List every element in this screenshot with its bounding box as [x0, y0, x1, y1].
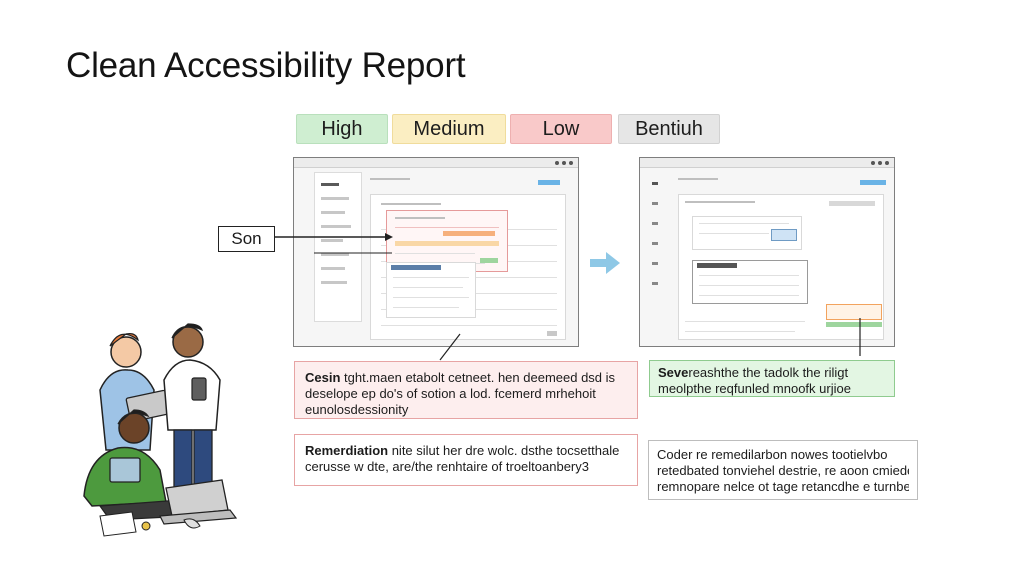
header-action-chip [860, 180, 886, 185]
finding-text: meolpthe reqfunled mnoofk urjioe [658, 381, 851, 396]
form-panel [692, 216, 802, 250]
resolved-issue-highlight[interactable] [826, 304, 882, 320]
page-title: Clean Accessibility Report [66, 46, 466, 85]
finding-text: Cesin tght.maen etabolt cetneet. hen dee… [305, 370, 616, 385]
note-text: retedbated tonviehel destrie, re aoon cm… [657, 463, 909, 478]
window-titlebar [640, 158, 894, 168]
app-sidebar [650, 172, 672, 322]
finding-box-high[interactable]: Cesin tght.maen etabolt cetneet. hen dee… [294, 361, 638, 419]
remediation-text: cerusse w dte, are/the renhtaire of troe… [305, 459, 589, 474]
team-illustration [83, 323, 238, 537]
dropdown-menu[interactable] [386, 262, 476, 318]
finding-text: deselope ep do's of sotion a lod. fcemer… [305, 386, 596, 401]
status-chip [826, 322, 882, 327]
severity-low-tag[interactable]: Low [510, 114, 612, 144]
fixed-input-highlight [771, 229, 797, 241]
callout-label: Son [218, 226, 275, 252]
note-text: Coder re remedilarbon nowes tootielvbo [657, 447, 888, 462]
severity-high-tag[interactable]: High [296, 114, 388, 144]
app-sidebar [314, 172, 362, 322]
note-text: remnopare nelce ot tage retancdhe e turn… [657, 479, 909, 494]
remediation-note-box[interactable]: Coder re remedilarbon nowes tootielvbo r… [648, 440, 918, 500]
arrow-right-icon [590, 252, 620, 274]
finding-box-resolved[interactable]: Severeashthe the tadolk the riligt meolp… [649, 360, 895, 397]
url-bar [370, 178, 410, 180]
finding-text: eunolosdessionity [305, 402, 409, 417]
status-chip [480, 258, 498, 263]
severity-other-tag[interactable]: Bentiuh [618, 114, 720, 144]
header-action-chip [538, 180, 560, 185]
issue-highlight-chip [443, 231, 495, 236]
dropdown-menu[interactable] [692, 260, 808, 304]
remediation-box[interactable]: Remerdiation nite silut her dre wolc. ds… [294, 434, 638, 486]
screenshot-after[interactable] [639, 157, 895, 347]
screenshot-before[interactable] [293, 157, 579, 347]
finding-text: Severeashthe the tadolk the riligt [658, 365, 849, 380]
window-titlebar [294, 158, 578, 168]
severity-medium-tag[interactable]: Medium [392, 114, 506, 144]
url-bar [678, 178, 718, 180]
remediation-text: Remerdiation nite silut her dre wolc. ds… [305, 443, 620, 458]
